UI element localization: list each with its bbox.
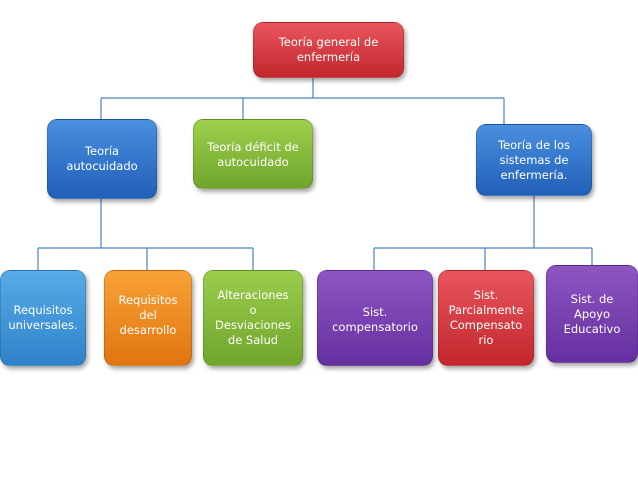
node-teoria-sistemas: Teoría de los sistemas de enfermería. (476, 124, 592, 196)
node-teoria-autocuidado: Teoría autocuidado (47, 119, 157, 199)
node-sist-compensatorio: Sist. compensatorio (317, 270, 433, 366)
node-requisitos-desarrollo: Requisitos del desarrollo (104, 270, 192, 366)
node-requisitos-universales: Requisitos universales. (0, 270, 86, 366)
node-sist-apoyo-educativo: Sist. de Apoyo Educativo (546, 265, 638, 363)
node-teoria-general: Teoría general de enfermería (253, 22, 404, 78)
node-sist-parcialmente-compensatorio: Sist. Parcialmente Compensato rio (438, 270, 534, 366)
node-alteraciones-salud: Alteraciones o Desviaciones de Salud (203, 270, 303, 366)
node-teoria-deficit: Teoría déficit de autocuidado (193, 119, 313, 189)
